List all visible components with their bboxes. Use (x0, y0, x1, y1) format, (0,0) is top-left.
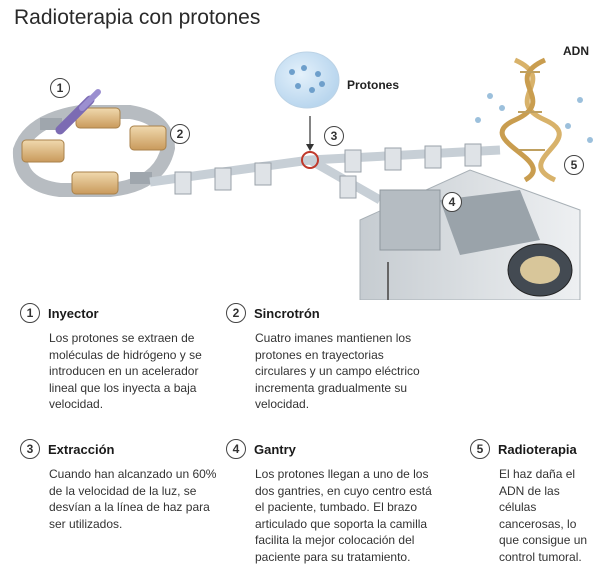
step-number: 3 (20, 439, 40, 459)
step-number: 5 (470, 439, 490, 459)
dna-label: ADN (563, 44, 589, 58)
step-text: Los protones llegan a uno de los dos gan… (255, 467, 432, 564)
step-title: Extracción (48, 441, 115, 457)
step-text: Cuando han alcanzado un 60% de la veloci… (49, 467, 217, 531)
step-4: 4 Gantry Los protones llegan a uno de los… (226, 439, 436, 565)
marker-2: 2 (170, 124, 190, 144)
step-number: 1 (20, 303, 40, 323)
step-3: 3 Extracción Cuando han alcanzado un 60% … (20, 439, 220, 532)
step-5: 5 Radioterapia El haz daña el ADN de las … (470, 439, 598, 565)
protons-bubble (274, 51, 340, 151)
marker-3: 3 (324, 126, 344, 146)
step-title: Radioterapia (498, 441, 577, 457)
step-title: Gantry (254, 441, 296, 457)
marker-4: 4 (442, 192, 462, 212)
step-text: Cuatro imanes mantienen los protones en … (255, 331, 420, 411)
beam-line (149, 143, 501, 204)
illustration (12, 51, 593, 300)
step-2: 2 Sincrotrón Cuatro imanes mantienen los … (226, 303, 426, 413)
protons-label: Protones (347, 78, 400, 92)
dna-helix (475, 57, 593, 183)
step-number: 4 (226, 439, 246, 459)
marker-5: 5 (564, 155, 584, 175)
step-number: 2 (226, 303, 246, 323)
step-text: El haz daña el ADN de las células cancer… (499, 467, 588, 564)
step-title: Inyector (48, 305, 99, 321)
injector (55, 89, 101, 135)
page-title: Radioterapia con protones (14, 6, 261, 29)
step-text: Los protones se extraen de moléculas de … (49, 331, 202, 411)
marker-1: 1 (50, 78, 70, 98)
synchrotron (12, 105, 176, 197)
step-title: Sincrotrón (254, 305, 320, 321)
gantry-building (359, 169, 581, 300)
step-1: 1 Inyector Los protones se extraen de mol… (20, 303, 220, 413)
